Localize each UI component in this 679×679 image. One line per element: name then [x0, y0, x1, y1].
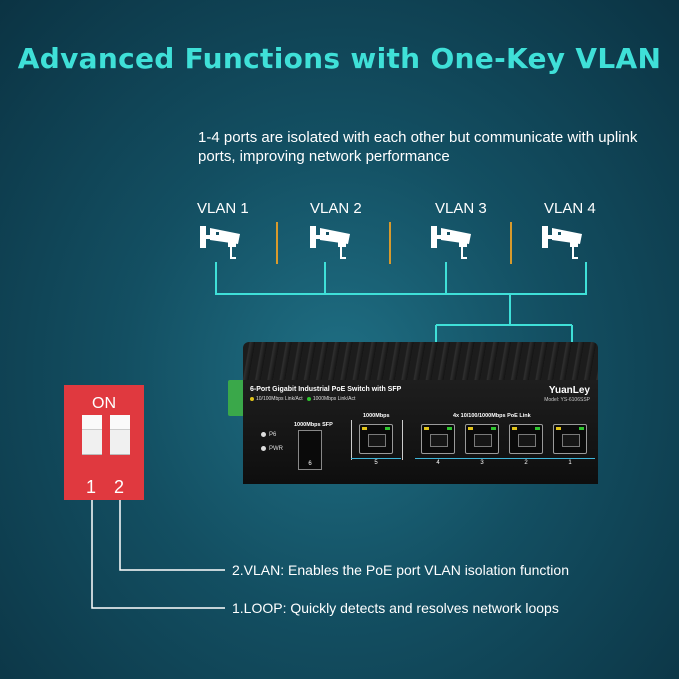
- loop-note: 1.LOOP: Quickly detects and resolves net…: [232, 600, 559, 616]
- yellow-led-icon: [250, 396, 254, 401]
- green-led-icon: [306, 396, 311, 401]
- camera-icon: [542, 226, 582, 259]
- legend-green: 1000Mbps Link/Act: [312, 396, 356, 402]
- port-number-1: 1: [568, 460, 572, 466]
- port-number-3: 3: [480, 460, 484, 466]
- ethernet-port-3: [465, 424, 499, 454]
- dip-number-2: 2: [114, 477, 125, 497]
- sfp-port: [298, 430, 322, 470]
- heat-sink: [243, 342, 598, 382]
- port-number-2: 2: [524, 460, 528, 466]
- port-number-6: 6: [308, 461, 312, 467]
- uplink-label: 1000Mbps: [363, 413, 390, 419]
- dip-on-label: ON: [92, 395, 116, 412]
- camera-icon: [200, 226, 240, 259]
- poe-label: 4x 10/100/1000Mbps PoE Link: [453, 413, 531, 419]
- brand-logo: YuanLey: [548, 385, 590, 396]
- dip-number-1: 1: [86, 477, 97, 497]
- ethernet-port-2: [509, 424, 543, 454]
- vlan-label-3: VLAN 3: [435, 200, 487, 217]
- port-number-5: 5: [374, 460, 378, 466]
- poe-underline: [415, 458, 595, 459]
- led-pwr: PWR: [261, 446, 283, 452]
- uplink-bracket: [351, 420, 403, 460]
- model-number: Model: YS-6106SSP: [544, 397, 590, 403]
- vlan-label-2: VLAN 2: [310, 200, 362, 217]
- camera-icon: [310, 226, 350, 259]
- vlan-label-1: VLAN 1: [197, 200, 249, 217]
- sfp-label: 1000Mbps SFP: [294, 422, 333, 428]
- vlan-separator: [276, 222, 278, 264]
- poe-switch: 6-Port Gigabit Industrial PoE Switch wit…: [243, 342, 598, 484]
- page-title: Advanced Functions with One-Key VLAN: [17, 42, 662, 75]
- uplink-underline: [351, 458, 401, 459]
- dip-toggle-1[interactable]: [82, 415, 102, 455]
- switch-title: 6-Port Gigabit Industrial PoE Switch wit…: [250, 386, 402, 393]
- dip-toggle-2[interactable]: [110, 415, 130, 455]
- camera-icon: [431, 226, 471, 259]
- port-number-4: 4: [436, 460, 440, 466]
- vlan-note: 2.VLAN: Enables the PoE port VLAN isolat…: [232, 562, 569, 578]
- ethernet-port-1: [553, 424, 587, 454]
- ethernet-port-4: [421, 424, 455, 454]
- switch-front-panel: 6-Port Gigabit Industrial PoE Switch wit…: [243, 380, 598, 484]
- legend-yellow: 10/100Mbps Link/Act: [256, 396, 303, 402]
- vlan-separator: [389, 222, 391, 264]
- vlan-label-4: VLAN 4: [544, 200, 596, 217]
- vlan-separator: [510, 222, 512, 264]
- power-terminal: [228, 380, 246, 416]
- dip-switch[interactable]: ON 1 2: [64, 385, 144, 500]
- ethernet-port-5: [359, 424, 393, 454]
- switch-led-legend: 10/100Mbps Link/Act 1000Mbps Link/Act: [250, 396, 355, 402]
- subtitle: 1-4 ports are isolated with each other b…: [198, 129, 638, 165]
- led-p6: P6: [261, 432, 276, 438]
